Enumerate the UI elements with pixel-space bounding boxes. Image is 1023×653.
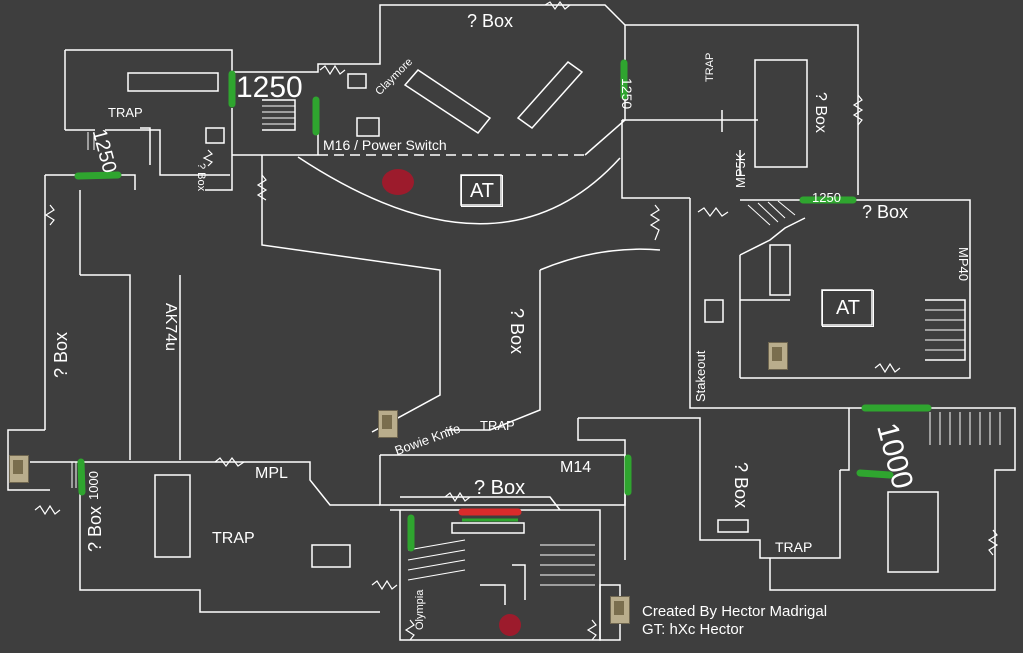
cost-label-1250-right: 1250 — [619, 78, 635, 110]
stakeout-label: Stakeout — [693, 350, 708, 402]
credit-author: Created By Hector Madrigal — [642, 603, 828, 620]
trap-label-top-right: TRAP — [704, 52, 716, 82]
mp40-label: MP40 — [956, 247, 971, 281]
trap-label-bottom-right: TRAP — [775, 539, 813, 555]
cost-label-1250-top: 1250 — [236, 71, 303, 104]
box-label-right: ? Box — [812, 92, 829, 133]
cost-label-1250-mid: 1250 — [812, 190, 841, 205]
trap-label-top-left: TRAP — [108, 105, 143, 120]
box-label-bottom-right: ? Box — [731, 462, 751, 509]
spawn-marker-bottom — [499, 614, 521, 636]
wallbuy-right-icon — [768, 342, 788, 370]
box-label-bottom-center: ? Box — [474, 477, 526, 499]
wallbuy-bottom-icon — [610, 596, 630, 624]
m16-power-label: M16 / Power Switch — [323, 137, 447, 153]
box-label-bottom-left: ? Box — [85, 505, 105, 552]
credit-gamertag: GT: hXc Hector — [642, 621, 744, 638]
box-label-top: ? Box — [467, 11, 514, 31]
cost-label-1000-left: 1000 — [86, 471, 101, 500]
bowie-knife-wallbuy-icon — [378, 410, 398, 438]
spawn-marker-top — [382, 169, 414, 195]
m14-label: M14 — [560, 459, 592, 476]
trap-label-center: TRAP — [480, 418, 515, 433]
at-label-right: AT — [822, 290, 874, 327]
box-label-small: ? Box — [195, 163, 207, 192]
mp5k-label: MP5K — [733, 152, 748, 188]
trap-label-bottom-left: TRAP — [212, 530, 255, 547]
mpl-label: MPL — [255, 465, 288, 482]
box-label-left: ? Box — [51, 331, 71, 378]
box-label-center: ? Box — [507, 308, 527, 355]
wallbuy-left-icon — [9, 455, 29, 483]
at-label-top: AT — [461, 175, 503, 207]
olympia-label: Olympia — [414, 589, 426, 630]
ak74u-label: AK74u — [162, 303, 179, 352]
box-label-top-right: ? Box — [862, 202, 909, 222]
